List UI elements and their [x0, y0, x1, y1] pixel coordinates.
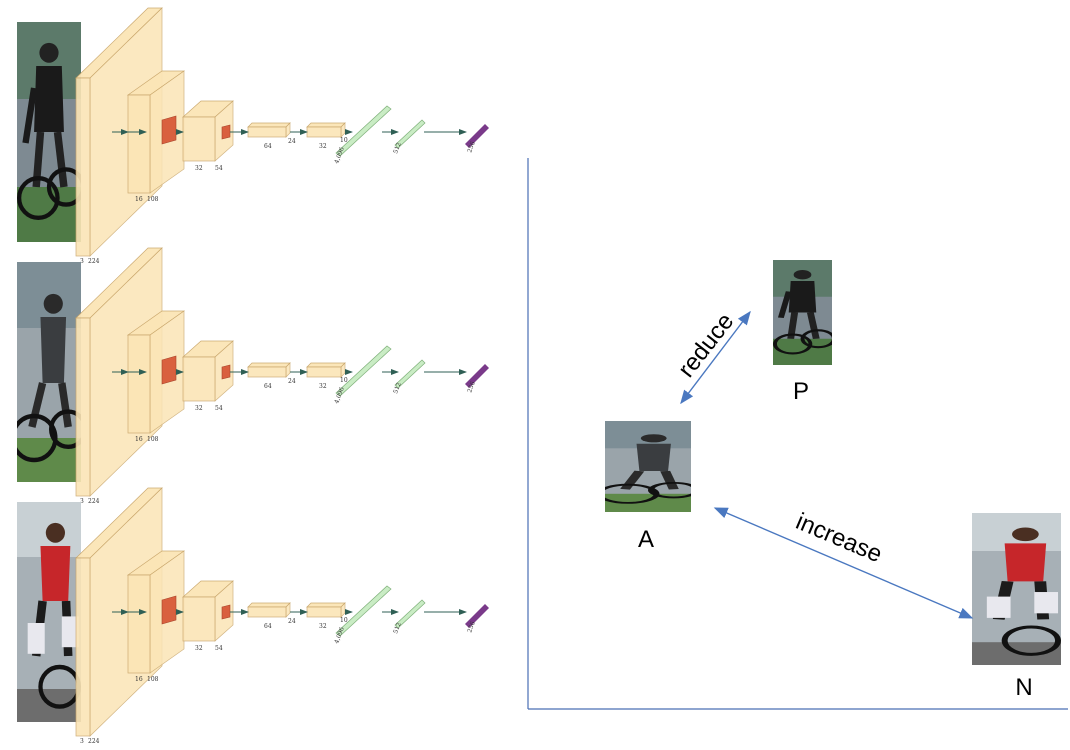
fc-layer-3 — [335, 345, 392, 397]
fc4-label: 512 — [392, 621, 403, 634]
fc-layer-4 — [394, 599, 426, 629]
increase-label: increase — [792, 508, 886, 568]
fc1-dim1-label: 64 — [264, 143, 272, 150]
input-image — [17, 502, 81, 722]
pool-layer-1 — [161, 595, 177, 625]
fc-layer-3 — [335, 585, 392, 637]
input-channels-label: 3 — [80, 258, 84, 265]
fc4-label: 512 — [392, 381, 403, 394]
block2-channels-label: 32 — [195, 405, 203, 412]
fc2-dim1-label: 32 — [319, 383, 327, 390]
block2-size-label: 54 — [215, 645, 223, 652]
conv-block-1 — [126, 310, 186, 434]
embedding-layer — [465, 124, 489, 148]
conv-block-2 — [182, 100, 234, 162]
reduce-label: reduce — [673, 308, 739, 382]
block1-channels-label: 16 — [135, 436, 143, 443]
embedding-layer — [465, 604, 489, 628]
fc2-dim1-label: 32 — [319, 623, 327, 630]
negative-image — [972, 513, 1061, 665]
block2-channels-label: 32 — [195, 165, 203, 172]
embedding-space: A P N reduce increase — [527, 158, 1068, 710]
embedding-label: 256 — [466, 620, 477, 633]
embedding-label: 256 — [466, 380, 477, 393]
block1-size-label: 108 — [147, 196, 159, 203]
pool-layer-2 — [221, 124, 231, 140]
fc1-dim1-label: 64 — [264, 623, 272, 630]
fc-block-2 — [306, 122, 346, 138]
pool-layer-1 — [161, 355, 177, 385]
anchor-label: A — [638, 526, 654, 553]
fc1-dim2-label: 24 — [288, 618, 296, 625]
input-channels-label: 3 — [80, 498, 84, 505]
input-size-label: 224 — [88, 738, 100, 745]
block1-channels-label: 16 — [135, 196, 143, 203]
fc1-dim2-label: 24 — [288, 138, 296, 145]
fc3-label: 4,096 — [333, 146, 346, 165]
fc3-label: 4,096 — [333, 386, 346, 405]
increase-arrow — [713, 507, 974, 619]
pool-layer-1 — [161, 115, 177, 145]
fc2-dim2-label: 10 — [340, 617, 348, 624]
block2-size-label: 54 — [215, 405, 223, 412]
positive-image — [773, 260, 834, 365]
input-image — [13, 262, 86, 482]
reduce-arrow — [680, 310, 751, 405]
fc-layer-3 — [335, 105, 392, 157]
block1-size-label: 108 — [147, 436, 159, 443]
network-middle: 3 224 16 108 32 54 64 24 32 10 4,096 512 256 — [13, 247, 489, 505]
block1-channels-label: 16 — [135, 676, 143, 683]
input-size-label: 224 — [88, 258, 100, 265]
block2-size-label: 54 — [215, 165, 223, 172]
fc-block-2 — [306, 602, 346, 618]
block2-channels-label: 32 — [195, 645, 203, 652]
fc-block-2 — [306, 362, 346, 378]
anchor-image — [599, 421, 696, 512]
input-channels-label: 3 — [80, 738, 84, 745]
fc-layer-4 — [394, 119, 426, 149]
input-size-label: 224 — [88, 498, 100, 505]
embedding-layer — [465, 364, 489, 388]
fc1-dim1-label: 64 — [264, 383, 272, 390]
pool-layer-2 — [221, 364, 231, 380]
fc2-dim1-label: 32 — [319, 143, 327, 150]
positive-label: P — [793, 378, 809, 405]
network-bottom: 3 224 16 108 32 54 64 24 32 10 4,096 512 256 — [17, 487, 489, 745]
fc-block-1 — [247, 602, 291, 618]
pool-layer-2 — [221, 604, 231, 620]
fc-block-1 — [247, 122, 291, 138]
embedding-label: 256 — [466, 140, 477, 153]
negative-label: N — [1015, 674, 1032, 701]
fc4-label: 512 — [392, 141, 403, 154]
network-top: 3 224 16 108 32 54 64 24 32 10 4,096 512 256 — [17, 7, 489, 265]
fc2-dim2-label: 10 — [340, 377, 348, 384]
fc-block-1 — [247, 362, 291, 378]
block1-size-label: 108 — [147, 676, 159, 683]
fc-layer-4 — [394, 359, 426, 389]
input-image — [17, 22, 83, 242]
fc1-dim2-label: 24 — [288, 378, 296, 385]
fc3-label: 4,096 — [333, 626, 346, 645]
fc2-dim2-label: 10 — [340, 137, 348, 144]
